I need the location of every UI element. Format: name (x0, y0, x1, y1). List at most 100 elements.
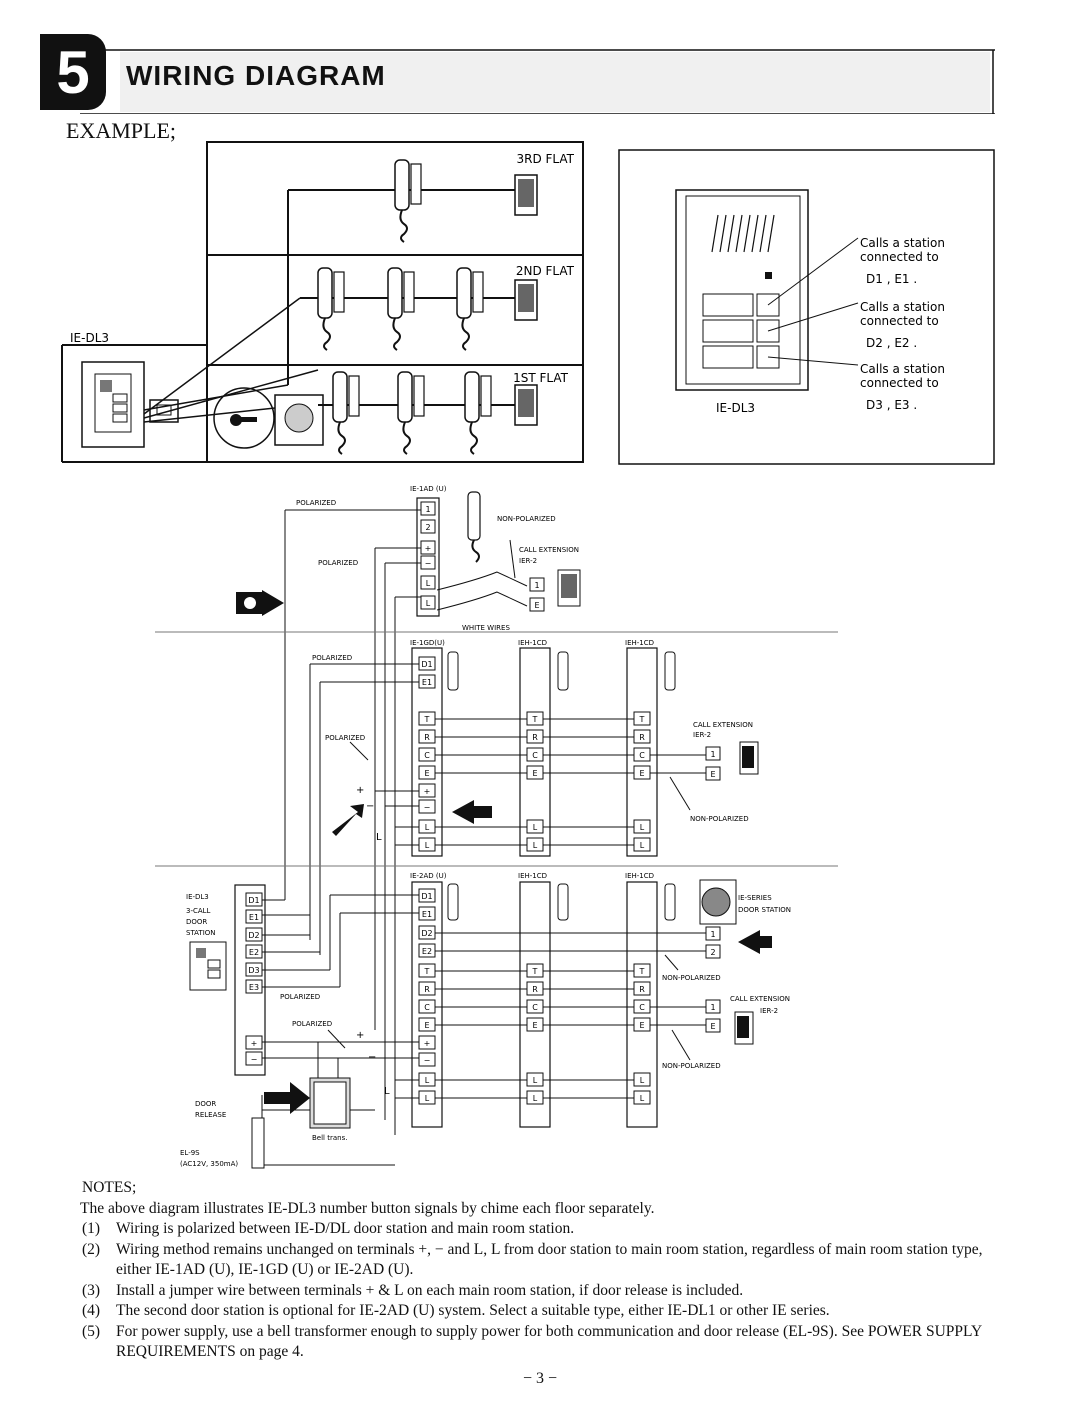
s1-ext-1: 1 (534, 581, 539, 590)
s3-door-release-2: RELEASE (195, 1111, 226, 1119)
s3-term-d1: D1 (421, 892, 432, 901)
s2-term-e: E (424, 769, 429, 778)
s3-door-station-3: DOOR (186, 918, 207, 926)
s3-model-1: IE-2AD (U) (410, 872, 447, 880)
note-text: Wiring is polarized between IE-D/DL door… (116, 1220, 575, 1237)
s3-ext-1: 1 (710, 1003, 715, 1012)
s2b-term-e: E (532, 769, 537, 778)
s3-series-1: 1 (710, 930, 715, 939)
note-num: (1) (82, 1220, 101, 1237)
s2c-term-l2: L (640, 841, 645, 850)
s2-ext-1: 1 (710, 750, 715, 759)
s2c-term-c: C (639, 751, 645, 760)
s2-term-r: R (424, 733, 430, 742)
s2b-term-c: C (532, 751, 538, 760)
s2c-term-e: E (639, 769, 644, 778)
s1-term-2: 2 (425, 523, 430, 532)
s3-door-station-1: IE-DL3 (186, 893, 209, 901)
s1-term-1: 1 (425, 505, 430, 514)
arrow-4-icon (738, 930, 772, 954)
s3-series-2: 2 (710, 948, 715, 957)
s1-ext-e: E (534, 601, 539, 610)
wiring-section-3 (189, 879, 772, 1169)
s3b-term-l2: L (533, 1094, 538, 1103)
callout-1-codes: D1 , E1 . (866, 272, 917, 286)
s3b-term-c: C (532, 1003, 538, 1012)
wiring-section-2 (309, 647, 759, 955)
notes-heading: NOTES; (82, 1179, 137, 1196)
s2b-term-l1: L (533, 823, 538, 832)
s3-door-plus: + (251, 1039, 258, 1048)
s3-ie-series2: DOOR STATION (738, 906, 791, 914)
s2c-term-r: R (639, 733, 645, 742)
s1-term-4: − (425, 559, 432, 568)
s3-plus: + (356, 1030, 364, 1041)
door-station-panel (618, 149, 995, 465)
s3-bell-trans: Bell trans. (312, 1134, 347, 1142)
s3b-term-r: R (532, 985, 538, 994)
callout-1-line1: Calls a station (860, 236, 945, 250)
callout-2-codes: D2 , E2 . (866, 336, 917, 350)
s3-term-l2: L (425, 1094, 430, 1103)
s1-term-3: + (425, 544, 432, 553)
note-num: (2) (82, 1240, 101, 1258)
s3-el9s-1: EL-9S (180, 1149, 200, 1157)
s3-model-2: IEH-1CD (518, 872, 547, 880)
s2b-term-r: R (532, 733, 538, 742)
s2-model-1: IE-1GD(U) (410, 639, 445, 647)
notes-intro: The above diagram illustrates IE-DL3 num… (80, 1199, 655, 1217)
s3c-term-e: E (639, 1021, 644, 1030)
s3-term-c: C (424, 1003, 430, 1012)
arrow-2-icon (332, 804, 364, 836)
notes-section: NOTES; The above diagram illustrates IE-… (80, 1178, 1002, 1363)
panel-label: IE-DL3 (716, 401, 755, 415)
s1-ier2: IER-2 (519, 557, 537, 565)
s3-non-polarized-2: NON-POLARIZED (662, 1062, 721, 1070)
s3-term-d2: D2 (421, 929, 432, 938)
s2b-term-l2: L (533, 841, 538, 850)
note-item: (2)Wiring method remains unchanged on te… (82, 1240, 1002, 1281)
s3-model-3: IEH-1CD (625, 872, 654, 880)
s3-el9s-2: (AC12V, 350mA) (180, 1160, 238, 1168)
flat-3-label: 3RD FLAT (517, 152, 575, 166)
s3-door-e3: E3 (249, 983, 259, 992)
s3-door-d3: D3 (248, 966, 259, 975)
s2-term-l1: L (425, 823, 430, 832)
s2-term-d1: D1 (421, 660, 432, 669)
s3-ie-series: IE-SERIES (738, 894, 772, 902)
s3b-term-t: T (532, 967, 538, 976)
s3c-term-l1: L (640, 1076, 645, 1085)
s2-term-c: C (424, 751, 430, 760)
ie-1ad-terminal-block (416, 497, 440, 617)
s3-l: L (384, 1086, 390, 1097)
s3-door-e1: E1 (249, 913, 259, 922)
s3-term-minus: − (424, 1056, 431, 1065)
s2-l: L (376, 832, 382, 843)
section-header-bar (40, 44, 995, 114)
s3-term-t: T (424, 967, 430, 976)
note-item: (3)Install a jumper wire between termina… (82, 1281, 1002, 1302)
flat-1-label: 1ST FLAT (513, 371, 569, 385)
s3c-term-l2: L (640, 1094, 645, 1103)
s3-term-e: E (424, 1021, 429, 1030)
s1-term-5: L (426, 579, 431, 588)
section-number-badge: 5 (40, 34, 106, 110)
s2c-term-l1: L (640, 823, 645, 832)
s3-door-station-2: 3-CALL (186, 907, 211, 915)
s1-polarized-small: POLARIZED (318, 559, 358, 567)
s3-polarized: POLARIZED (280, 993, 320, 1001)
note-text: The second door station is optional for … (116, 1302, 830, 1319)
s2-ext-e: E (710, 770, 715, 779)
s2-term-plus: + (424, 787, 431, 796)
door-station-label: IE-DL3 (70, 331, 109, 345)
s3-polarized-small: POLARIZED (292, 1020, 332, 1028)
note-num: (3) (82, 1281, 101, 1299)
callout-3-line2: connected to (860, 376, 939, 390)
section-title: WIRING DIAGRAM (126, 60, 386, 91)
flat-2-label: 2ND FLAT (516, 264, 575, 278)
s2-term-e1: E1 (422, 678, 432, 687)
s2-polarized-small: POLARIZED (325, 734, 365, 742)
s2-plus: + (356, 785, 364, 796)
s1-call-extension: CALL EXTENSION (519, 546, 579, 554)
